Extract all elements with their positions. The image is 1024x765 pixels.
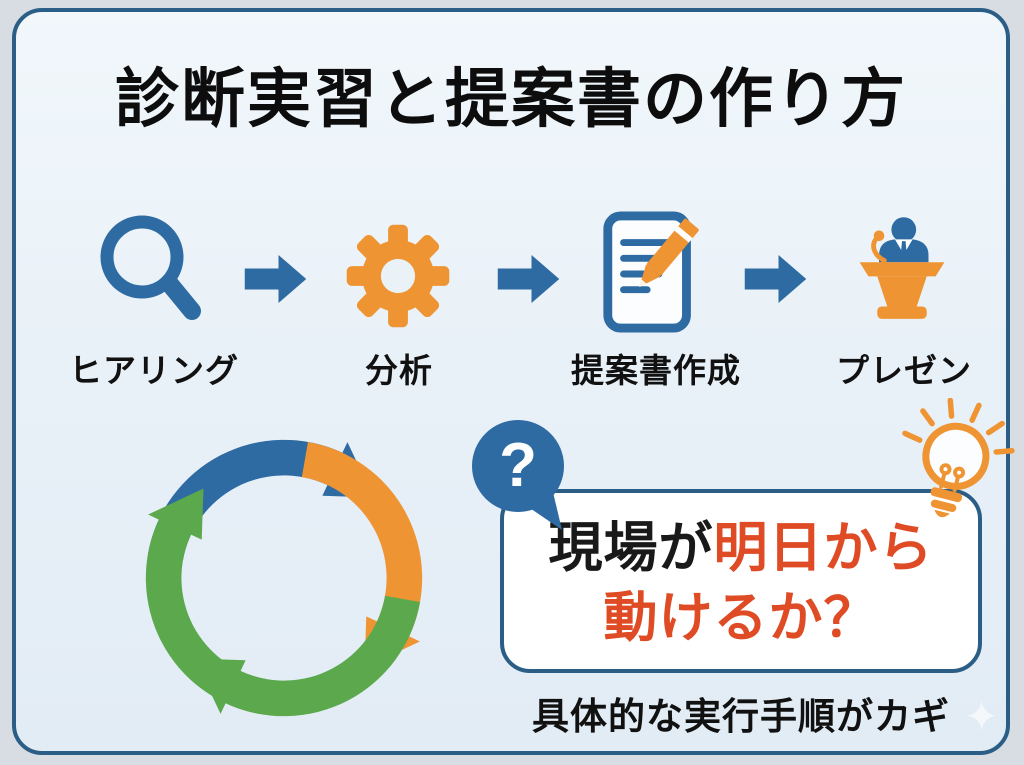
question-mark-glyph: ? xyxy=(499,431,537,500)
step-label-proposal: 提案書作成 xyxy=(571,352,741,389)
step-label-hearing: ヒアリング xyxy=(69,352,239,389)
sparkle-icon: ✦ xyxy=(964,693,1000,740)
question-bubble-icon: ? xyxy=(472,420,564,530)
callout-headline-line2: 動けるか？ xyxy=(603,588,879,648)
step-label-presentation: プレゼン xyxy=(836,352,972,389)
arrow-right-icon xyxy=(744,255,807,303)
magnifier-icon xyxy=(100,215,201,320)
cycle-arrow-green-left xyxy=(145,488,267,715)
infographic-card: 診断実習と提案書の作り方 xyxy=(12,8,1015,755)
callout-caption: 具体的な実行手順がカギ xyxy=(532,696,950,737)
callout-headline-line1: 現場が明日から xyxy=(549,513,934,583)
cycle-arrows-diagram xyxy=(145,439,423,717)
step-label-analysis: 分析 xyxy=(365,352,433,389)
page-title: 診断実習と提案書の作り方 xyxy=(115,63,907,135)
arrow-right-icon xyxy=(244,255,307,303)
arrow-right-icon xyxy=(497,255,560,303)
document-pencil-icon xyxy=(603,211,699,333)
gear-icon xyxy=(346,224,450,328)
podium-speaker-icon xyxy=(859,217,945,319)
callout-text-black: 現場が xyxy=(548,517,714,578)
lightbulb-icon xyxy=(902,398,1015,518)
callout-text-red-1: 明日から xyxy=(713,517,934,578)
callout-bubble: 現場が明日から 動けるか？ xyxy=(500,489,982,673)
